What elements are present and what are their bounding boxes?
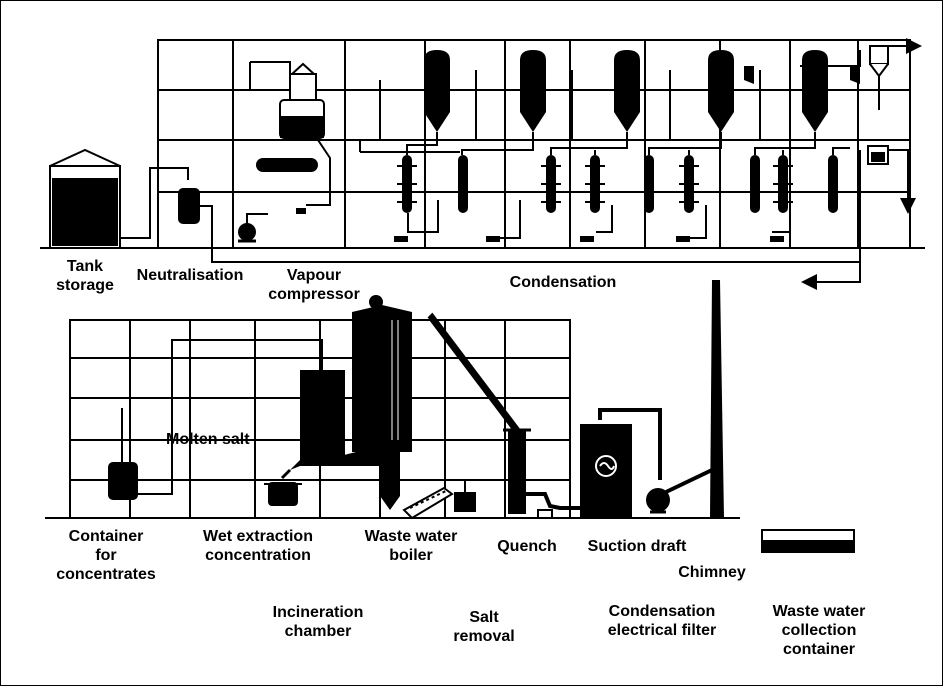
label-wet-extraction-concentration: Wet extraction concentration	[203, 528, 313, 564]
label-salt-removal: Salt removal	[453, 609, 515, 645]
tank-feed-pipe	[120, 167, 189, 239]
label-quench: Quench	[497, 538, 557, 555]
condensation-column-1	[424, 50, 450, 132]
label-incineration-chamber: Incineration chamber	[272, 604, 364, 640]
condensation-column-5	[802, 50, 828, 132]
label-tank-storage: Tank storage	[56, 258, 114, 294]
waste-water-collection-tank	[761, 529, 855, 553]
label-condensation: Condensation	[509, 274, 617, 291]
label-waste-water-boiler: Waste water boiler	[364, 528, 458, 564]
neutralisation-vessel	[178, 188, 200, 224]
chimney-stack	[710, 280, 724, 518]
condensation-columns	[424, 50, 828, 132]
condensation-column-4	[708, 50, 734, 132]
label-molten-salt: Molten salt	[166, 431, 250, 448]
tank-storage-vessel	[49, 148, 121, 249]
condensation-column-2	[520, 50, 546, 132]
compressor-pipe-top	[250, 61, 291, 74]
top-right-outlet	[867, 38, 922, 214]
compressor-pipe-low	[246, 62, 268, 232]
label-neutralisation: Neutralisation	[136, 267, 244, 284]
electrical-filter-unit	[580, 408, 662, 518]
label-container-for-concentrates: Container for concentrates	[56, 528, 156, 583]
suction-draft-fan	[646, 468, 713, 514]
concentrate-container	[108, 408, 138, 500]
label-vapour-compressor: Vapour compressor	[268, 267, 360, 303]
vapour-compressor-unit	[238, 62, 325, 243]
label-chimney: Chimney	[678, 564, 746, 581]
label-condensation-electrical-filter: Condensation electrical filter	[607, 603, 717, 639]
cyclone-boxes	[744, 66, 860, 84]
condensation-column-3	[614, 50, 640, 132]
heat-exchanger-fins	[397, 165, 793, 203]
concentrate-pipe	[138, 339, 323, 495]
compressor-outlet-pipe	[306, 139, 331, 206]
wet-extraction-vessel	[264, 482, 302, 506]
waste-water-boiler-unit	[352, 295, 412, 510]
heat-exchangers	[402, 155, 838, 213]
label-suction-draft: Suction draft	[587, 538, 687, 555]
quench-unit	[427, 312, 580, 519]
condensation-pumps	[394, 236, 784, 242]
condensation-piping	[359, 50, 861, 290]
salt-removal-conveyor	[402, 480, 476, 520]
label-waste-water-collection-container: Waste water collection container	[772, 603, 866, 658]
